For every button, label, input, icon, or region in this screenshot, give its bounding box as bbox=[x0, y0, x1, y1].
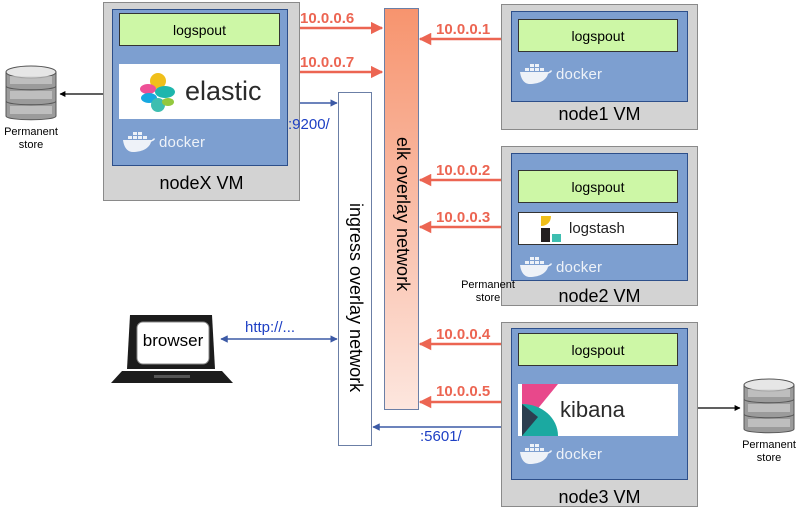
store-right-label: Permanent store bbox=[737, 439, 801, 465]
node2-logspout-label: logspout bbox=[571, 178, 625, 195]
node3-docker-badge: docker bbox=[519, 442, 602, 466]
ip-label-4: 10.0.0.4 bbox=[436, 326, 491, 343]
node1-docker-badge: docker bbox=[519, 62, 602, 86]
ip-label-6: 10.0.0.6 bbox=[300, 10, 355, 27]
node2-vm-label: node2 VM bbox=[558, 286, 641, 306]
kibana-box: kibana bbox=[518, 384, 678, 436]
elk-overlay-network: elk overlay network bbox=[384, 8, 419, 410]
ip-label-3: 10.0.0.3 bbox=[436, 209, 491, 226]
ingress-overlay-network: ingress overlay network bbox=[338, 92, 372, 446]
nodex-logspout-box: logspout bbox=[119, 13, 280, 46]
http-label: http://... bbox=[245, 319, 296, 336]
nodex-vm-label: nodeX VM bbox=[159, 173, 244, 193]
kibana-logo-icon bbox=[522, 384, 558, 436]
store-left-label: Permanent store bbox=[0, 126, 62, 152]
database-icon bbox=[743, 378, 795, 434]
ingress-network-label: ingress overlay network bbox=[346, 203, 366, 393]
elastic-box: elastic bbox=[119, 64, 280, 119]
store-right-line1: Permanent bbox=[742, 439, 796, 451]
nodex-docker-badge: docker bbox=[122, 130, 205, 154]
store-left-line1: Permanent bbox=[4, 126, 58, 138]
docker-whale-icon bbox=[520, 444, 552, 464]
docker-whale-icon bbox=[123, 132, 155, 152]
ip-label-5: 10.0.0.5 bbox=[436, 383, 491, 400]
ip-label-2: 10.0.0.2 bbox=[436, 162, 491, 179]
port-9200-label: :9200/ bbox=[288, 116, 330, 133]
store-middle-line1: Permanent bbox=[461, 279, 515, 291]
port-5601-label: :5601/ bbox=[420, 428, 462, 445]
logstash-label: logstash bbox=[569, 220, 625, 237]
node3-logspout-label: logspout bbox=[571, 341, 625, 358]
store-middle-label: Permanent store bbox=[456, 279, 520, 305]
elk-network-label: elk overlay network bbox=[393, 137, 413, 292]
nodex-docker-label: docker bbox=[159, 133, 206, 151]
laptop-icon bbox=[111, 315, 233, 383]
docker-whale-icon bbox=[520, 64, 552, 84]
node1-docker-label: docker bbox=[556, 65, 603, 83]
node2-docker-label: docker bbox=[556, 258, 603, 276]
kibana-label: kibana bbox=[560, 397, 625, 422]
browser-label: browser bbox=[142, 331, 204, 350]
docker-whale-icon bbox=[520, 257, 552, 277]
node3-logspout-box: logspout bbox=[518, 333, 678, 366]
store-middle-line2: store bbox=[475, 292, 501, 304]
logstash-box: logstash bbox=[518, 212, 678, 245]
node3-vm-label: node3 VM bbox=[558, 487, 641, 507]
node1-logspout-label: logspout bbox=[571, 27, 625, 44]
elastic-logo-icon bbox=[140, 72, 175, 112]
store-left-line2: store bbox=[18, 139, 44, 151]
node1-logspout-box: logspout bbox=[518, 19, 678, 52]
elastic-label: elastic bbox=[185, 76, 262, 106]
ip-label-1: 10.0.0.1 bbox=[436, 21, 491, 38]
ip-label-7: 10.0.0.7 bbox=[300, 54, 355, 71]
node1-vm-label: node1 VM bbox=[558, 104, 641, 124]
logstash-logo-icon bbox=[541, 215, 561, 242]
database-icon bbox=[5, 65, 57, 121]
node3-docker-label: docker bbox=[556, 445, 603, 463]
node2-docker-badge: docker bbox=[519, 255, 602, 279]
store-right-line2: store bbox=[756, 452, 782, 464]
nodex-logspout-label: logspout bbox=[173, 21, 226, 38]
node2-logspout-box: logspout bbox=[518, 170, 678, 203]
